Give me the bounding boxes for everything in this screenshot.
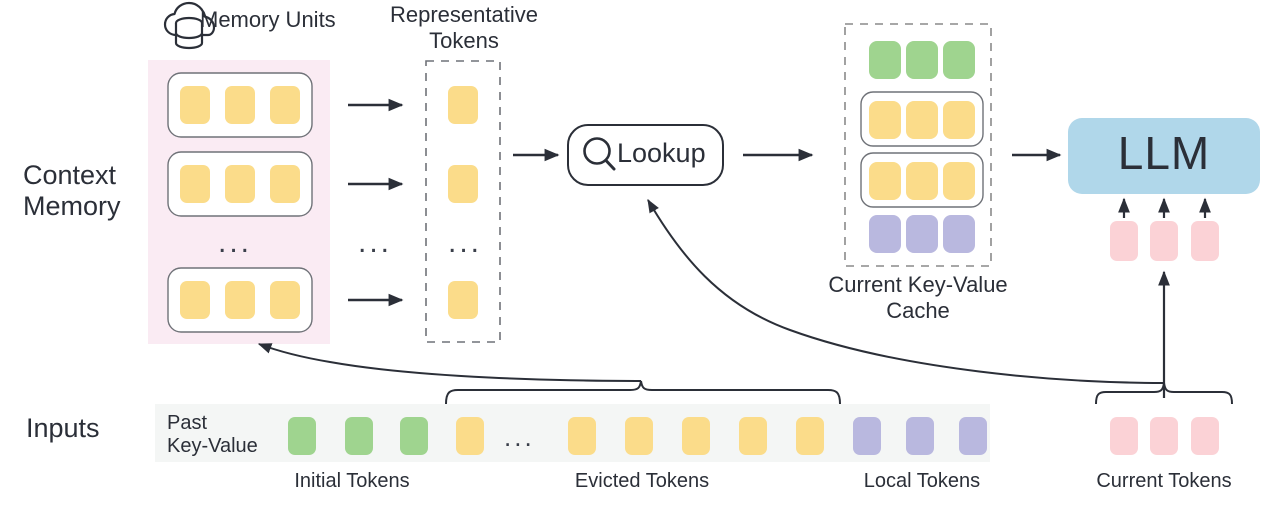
past-key-value-label: Past Key-Value (167, 412, 258, 458)
current-kv-cache-label: Current Key-Value Cache (828, 272, 1008, 323)
input-initial-tokens (288, 417, 428, 455)
lookup-box[interactable] (567, 124, 724, 186)
representative-tokens-label: Representative Tokens (390, 2, 538, 53)
initial-tokens-label: Initial Tokens (294, 470, 410, 492)
token-yellow (225, 165, 255, 203)
token-yellow (225, 281, 255, 319)
token-yellow (270, 86, 300, 124)
kv-row-retrieved-1 (860, 91, 984, 147)
input-evicted-tail-tokens (568, 417, 824, 455)
local-tokens-label: Local Tokens (863, 470, 981, 492)
context-memory-label: Context Memory (23, 160, 121, 222)
input-current-tokens (1110, 417, 1219, 455)
cloud-database-icon (163, 1, 216, 50)
memory-units-ellipsis: ... (218, 226, 253, 259)
token-yellow (448, 165, 478, 203)
token-yellow (448, 281, 478, 319)
kv-row-initial (869, 41, 975, 79)
arrow-column-ellipsis: ... (358, 226, 393, 259)
kv-row-local (869, 215, 975, 253)
representative-tokens-box (425, 60, 501, 343)
memory-unit-n (167, 267, 313, 333)
token-yellow (180, 165, 210, 203)
llm-input-tokens (1110, 221, 1219, 261)
memory-unit-1 (167, 72, 313, 138)
current-tokens-label: Current Tokens (1096, 470, 1232, 492)
input-local-tokens (853, 417, 987, 455)
curve-current-tokens-to-lookup (647, 198, 1165, 384)
input-evicted-head-token (456, 417, 484, 455)
representative-tokens-ellipsis: ... (448, 226, 483, 259)
curve-evicted-to-context-memory (257, 343, 642, 382)
llm-block (1068, 118, 1260, 194)
token-yellow (270, 281, 300, 319)
evicted-tokens-label: Evicted Tokens (574, 470, 710, 492)
token-yellow (180, 281, 210, 319)
token-yellow (180, 86, 210, 124)
brace-evicted-tokens (445, 380, 841, 405)
memory-unit-2 (167, 151, 313, 217)
input-sequence-ellipsis: ... (504, 422, 535, 452)
search-icon (583, 137, 616, 171)
llm-label: LLM (1117, 127, 1211, 179)
kv-row-retrieved-2 (860, 152, 984, 208)
token-yellow (225, 86, 255, 124)
token-yellow (448, 86, 478, 124)
token-yellow (270, 165, 300, 203)
inputs-label: Inputs (26, 413, 100, 443)
memory-units-label: Memory Units (200, 7, 336, 32)
lookup-label: Lookup (617, 138, 706, 168)
